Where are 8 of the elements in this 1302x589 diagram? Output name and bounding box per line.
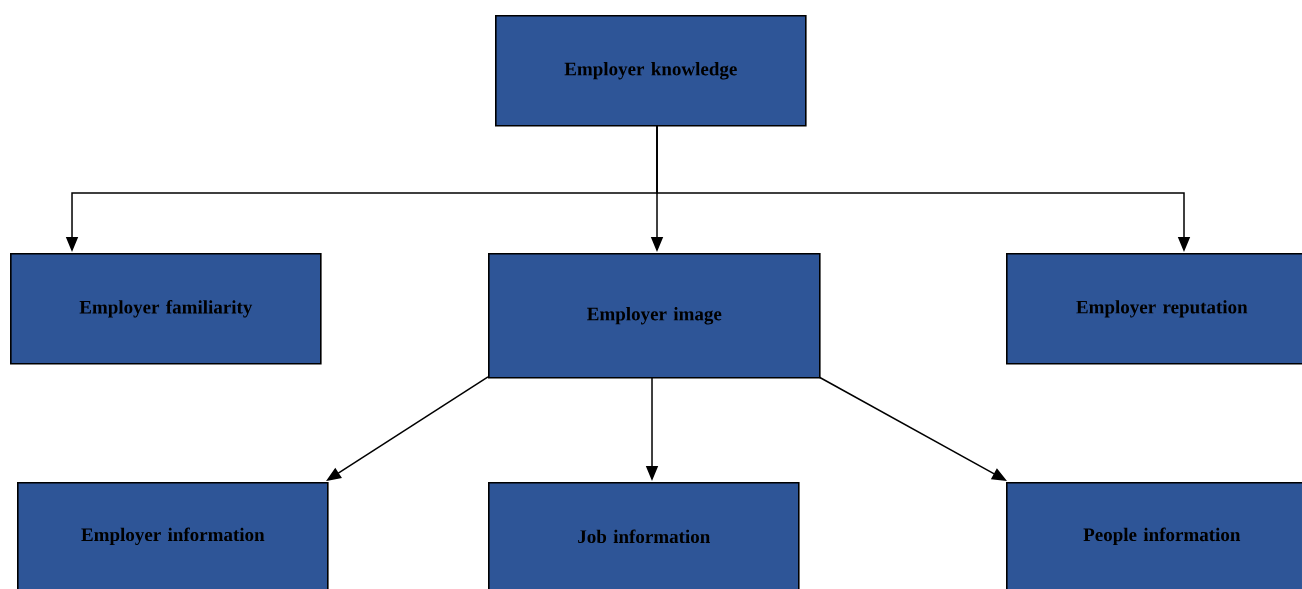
process-box: Job information (488, 482, 800, 589)
process-box: Employer information (17, 482, 329, 589)
process-box: People information (1006, 482, 1302, 589)
arrow (326, 376, 489, 481)
process-box: Employer familiarity (10, 253, 322, 365)
process-box: Employer knowledge (495, 15, 807, 127)
process-box: Employer reputation (1006, 253, 1302, 365)
process-box: Employer image (488, 253, 821, 379)
